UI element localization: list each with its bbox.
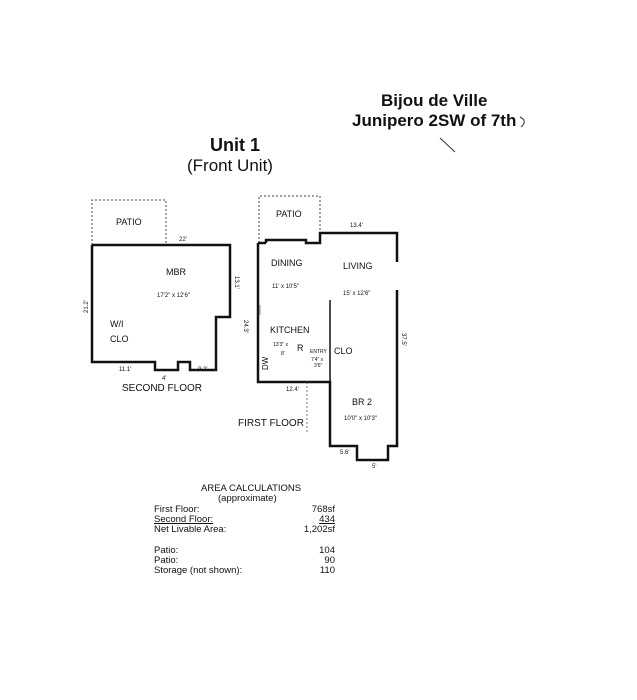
walk-in-closet-label-2: CLO xyxy=(110,334,129,344)
property-name: Bijou de Ville xyxy=(381,91,488,110)
area-row-value: 90 xyxy=(324,555,335,566)
area-row-label: Second Floor: xyxy=(154,514,214,525)
area-row-value: 104 xyxy=(319,545,335,556)
refrigerator-label: R xyxy=(297,343,304,353)
area-title: AREA CALCULATIONS xyxy=(201,483,302,494)
first-floor-label: FIRST FLOOR xyxy=(238,418,304,429)
dishwasher-label: DW xyxy=(261,356,270,370)
first-floor-dim-bottom-b2: 5' xyxy=(372,464,377,470)
br2-label: BR 2 xyxy=(352,397,373,407)
first-floor-dim-top: 13.4' xyxy=(350,223,363,229)
first-floor-dim-left: 24.3' xyxy=(242,320,248,333)
mbr-label: MBR xyxy=(166,267,186,277)
second-floor-label: SECOND FLOOR xyxy=(122,383,203,394)
second-floor-walls xyxy=(90,243,232,372)
second-floor-dim-bottom-left: 11.1' xyxy=(119,367,132,373)
second-floor-patio-label: PATIO xyxy=(116,217,142,227)
stray-mark xyxy=(439,137,456,153)
second-floor-dim-bottom-mid: 4' xyxy=(162,376,167,382)
dining-label: DINING xyxy=(271,258,303,268)
area-row-label: Patio: xyxy=(154,555,179,566)
first-floor-walls xyxy=(256,243,399,462)
first-floor-walls-top xyxy=(264,231,399,262)
first-floor-patio-label: PATIO xyxy=(276,209,302,219)
area-row-value: 434 xyxy=(319,514,335,525)
living-label: LIVING xyxy=(343,261,373,271)
second-floor-dim-right: 13.1' xyxy=(233,276,239,289)
stray-mark xyxy=(519,116,525,128)
kitchen-size-1: 13'3" x xyxy=(273,342,288,348)
first-floor-patio-outline xyxy=(258,195,321,243)
entry-label: ENTRY xyxy=(310,349,327,355)
unit-title: Unit 1 xyxy=(210,135,261,155)
area-subtitle: (approximate) xyxy=(218,493,277,504)
area-row-label: Net Livable Area: xyxy=(154,524,227,535)
kitchen-label: KITCHEN xyxy=(270,325,310,335)
walk-in-closet-label-1: W/I xyxy=(110,319,124,329)
mbr-size: 17'2" x 12'6" xyxy=(157,293,190,299)
first-floor-closet-label: CLO xyxy=(334,346,353,356)
dining-size: 11' x 10'5" xyxy=(272,284,299,290)
second-floor-patio-outline xyxy=(91,199,167,245)
unit-subtitle: (Front Unit) xyxy=(187,156,273,175)
area-row-label: Storage (not shown): xyxy=(154,565,243,576)
entry-size-1: 7'4" x xyxy=(311,357,324,363)
second-floor-dim-top: 22' xyxy=(179,237,187,243)
area-row-value: 768sf xyxy=(311,504,335,515)
area-row-label: First Floor: xyxy=(154,504,200,515)
first-floor-dim-bottom-b1: 5.6' xyxy=(340,450,350,456)
entry-size-2: 3'6" xyxy=(314,363,323,369)
br2-size: 10'0" x 10'3" xyxy=(344,416,377,422)
area-row-value: 110 xyxy=(319,565,335,576)
area-row-label: Patio: xyxy=(154,545,179,556)
first-floor-dim-bottom-left: 12.4' xyxy=(286,387,299,393)
area-row-value: 1,202sf xyxy=(303,524,335,535)
second-floor-dim-bottom-right: 9.2' xyxy=(198,367,208,373)
property-location: Junipero 2SW of 7th xyxy=(352,111,517,130)
first-floor-dim-right: 37.5' xyxy=(400,333,406,346)
second-floor-dim-left: 21.2' xyxy=(84,300,90,313)
living-size: 15' x 12'6" xyxy=(343,291,371,297)
kitchen-size-2: 8' xyxy=(281,351,285,357)
